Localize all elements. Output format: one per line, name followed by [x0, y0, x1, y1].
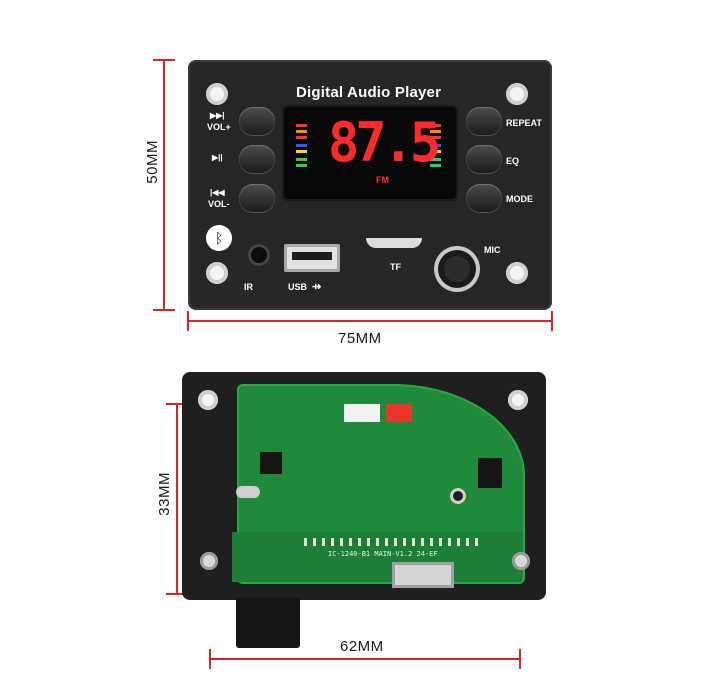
- mode-label: MODE: [506, 194, 533, 204]
- vol-up-label: VOL+: [207, 122, 231, 132]
- repeat-label: REPEAT: [506, 118, 542, 128]
- next-track-icon: ▶▶|: [210, 111, 225, 120]
- ir-receiver: [248, 244, 270, 266]
- back-height-cap-bottom: [166, 593, 188, 595]
- mount-hole-top-left: [206, 83, 228, 105]
- tf-card-slot[interactable]: [366, 238, 422, 248]
- pin-header: [304, 538, 484, 546]
- height-dimension-line: [163, 60, 165, 310]
- fm-indicator: FM: [376, 175, 389, 185]
- mount-hole-bottom-left: [206, 262, 228, 284]
- back-height-label: 33MM: [156, 472, 173, 516]
- eq-label: EQ: [506, 156, 520, 166]
- usb-port-tongue: [292, 252, 332, 260]
- play-pause-icon: ▶||: [212, 153, 223, 162]
- red-connector: [386, 404, 412, 422]
- width-dimension-cap-left: [187, 311, 189, 331]
- back-width-dimension-line: [210, 658, 520, 660]
- ir-label: IR: [244, 282, 253, 292]
- white-connector: [344, 404, 380, 422]
- back-height-dimension-line: [176, 404, 178, 594]
- front-width-label: 75MM: [338, 330, 382, 347]
- screw-left: [200, 552, 218, 570]
- panel-title: Digital Audio Player: [296, 84, 442, 101]
- back-mount-hole-top-right: [508, 390, 528, 410]
- previous-track-icon: |◀◀: [210, 188, 225, 197]
- screw-right: [512, 552, 530, 570]
- width-dimension-line: [188, 320, 552, 322]
- usb-label: USB: [288, 282, 308, 292]
- mount-hole-top-right: [506, 83, 528, 105]
- pcb-silkscreen: IC-1240-B1 MAIN-V1.2 24-EF: [328, 550, 438, 558]
- back-mount-hole-top-left: [198, 390, 218, 410]
- width-dimension-cap-right: [551, 311, 553, 331]
- back-width-cap-right: [519, 649, 521, 669]
- back-width-cap-left: [209, 649, 211, 669]
- crystal: [236, 486, 260, 498]
- vol-down-button[interactable]: [239, 184, 275, 212]
- vol-up-button[interactable]: [239, 107, 275, 135]
- bluetooth-icon: ᛒ: [206, 225, 232, 251]
- height-dimension-cap-bottom: [153, 309, 175, 311]
- mic-jack[interactable]: [434, 246, 480, 292]
- repeat-button[interactable]: [466, 107, 502, 135]
- eq-button[interactable]: [466, 145, 502, 173]
- bluetooth-chip: [260, 452, 282, 474]
- back-height-cap-top: [166, 403, 188, 405]
- regulator: [478, 458, 502, 488]
- eq-bars-left: [296, 124, 307, 167]
- eq-bars-right: [430, 124, 441, 167]
- vol-down-label: VOL-: [208, 199, 230, 209]
- frequency-readout: 87.5: [328, 111, 441, 175]
- ir-receiver-module: [236, 598, 300, 648]
- led-display: [282, 105, 458, 201]
- usb-symbol-icon: ⇸: [312, 281, 322, 293]
- tf-label: TF: [390, 262, 401, 272]
- back-usb-port: [392, 562, 454, 588]
- front-height-label: 50MM: [144, 140, 161, 184]
- height-dimension-cap-top: [153, 59, 175, 61]
- mount-hole-bottom-right: [506, 262, 528, 284]
- play-pause-button[interactable]: [239, 145, 275, 173]
- mode-button[interactable]: [466, 184, 502, 212]
- back-width-label: 62MM: [340, 638, 384, 655]
- mic-label: MIC: [484, 245, 501, 255]
- capacitor: [450, 488, 466, 504]
